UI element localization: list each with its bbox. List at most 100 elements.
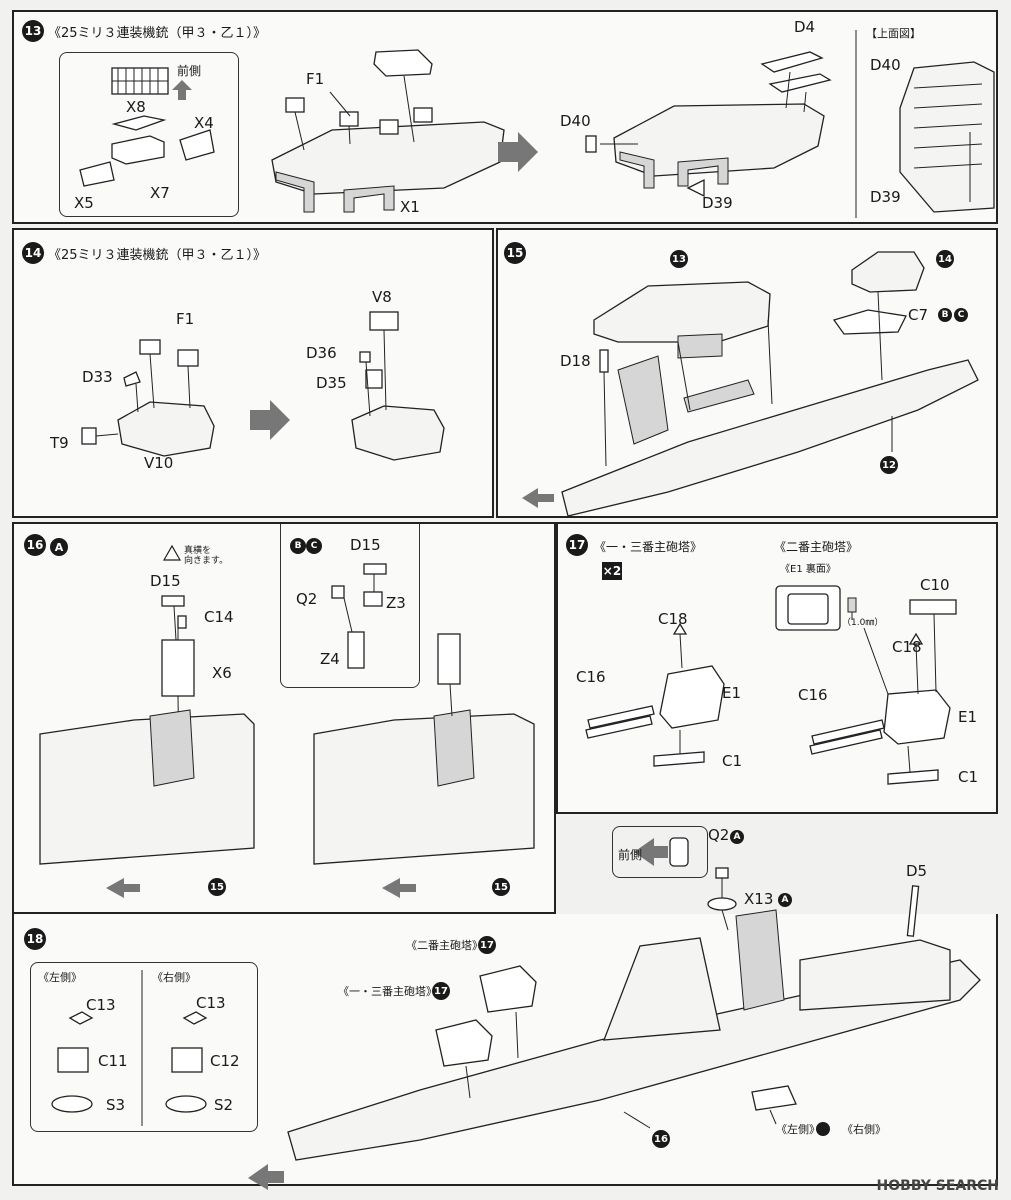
part-label: D35 (316, 374, 347, 392)
right-title: 《二番主砲塔》 (774, 540, 859, 554)
front-label: 前側 (177, 64, 202, 78)
part-label: X6 (212, 664, 232, 682)
part-label: V10 (144, 454, 174, 472)
inset-box (59, 52, 239, 217)
part-label: C1 (722, 752, 743, 770)
part-label: X13 (744, 890, 774, 908)
part-label: S2 (214, 1096, 234, 1114)
left-side-marker (816, 1122, 830, 1136)
part-label: F1 (176, 310, 195, 328)
part-label: F1 (306, 70, 325, 88)
part-label: D18 (560, 352, 591, 370)
side-inset-box (30, 962, 258, 1132)
left-title: 《一・三番主砲塔》 (594, 540, 703, 554)
part-label: D39 (702, 194, 733, 212)
turret-2-label: 《二番主砲塔》 (406, 939, 483, 952)
caution-note: 真横を 向きます。 (184, 546, 229, 567)
front-label: 前側 (618, 848, 643, 862)
variant-badge: A (50, 538, 68, 556)
variant-badge: C (306, 538, 322, 554)
part-label: D4 (794, 18, 816, 36)
part-label: X1 (400, 198, 420, 216)
step-14-drawing (81, 311, 445, 461)
part-label: C14 (204, 608, 234, 626)
part-label: S3 (106, 1096, 126, 1114)
step-number: 14 (22, 242, 44, 264)
part-label: C7 (908, 306, 929, 324)
step-16-drawing (39, 544, 535, 898)
part-label: V8 (372, 288, 392, 306)
bottom-right-label: 《右側》 (842, 1123, 886, 1136)
step-ref: 12 (880, 456, 898, 474)
step-ref: 14 (936, 250, 954, 268)
e1-back-title: 《E1 裏面》 (780, 564, 836, 575)
part-label: C10 (920, 576, 950, 594)
variant-badge: B (290, 538, 306, 554)
variant-badge: A (778, 893, 792, 907)
part-label: Q2 (296, 590, 318, 608)
front-indicator-box (612, 826, 708, 878)
left-side-title: 《左側》 (38, 971, 82, 984)
part-label: Q2 (708, 826, 730, 844)
step-13-drawing (79, 30, 995, 218)
part-label: D39 (870, 188, 901, 206)
variant-badge: A (730, 830, 744, 844)
step-number: 17 (566, 534, 588, 556)
step-ref: 17 (432, 982, 450, 1000)
step-number: 18 (24, 928, 46, 950)
part-label: D36 (306, 344, 337, 362)
step-17-panel: 17 《一・三番主砲塔》 ×2 《二番主砲塔》 《E1 裏面》 （1.0㎜） C… (556, 522, 998, 814)
step-14-panel: 14 《25ミリ３連装機銃（甲３・乙１）》 F1 D33 T9 V10 V8 D… (12, 228, 494, 518)
part-label: Z3 (386, 594, 406, 612)
part-label: Z4 (320, 650, 340, 668)
part-label: X7 (150, 184, 170, 202)
turret-13-label: 《一・三番主砲塔》 (338, 985, 437, 998)
step-15-drawing (522, 251, 979, 516)
part-label: X8 (126, 98, 146, 116)
variant-badge: B (938, 308, 952, 322)
step-15-panel: 15 13 14 12 D18 C7 B C (496, 228, 998, 518)
part-label: D33 (82, 368, 113, 386)
step-16-panel: 16 A 真横を 向きます。 D15 C14 X6 B C D15 Q2 Z3 … (12, 522, 556, 914)
watermark-logo: HOBBY SEARCH (876, 1178, 999, 1194)
part-label: C16 (798, 686, 828, 704)
part-label: D15 (350, 536, 381, 554)
part-label: C18 (892, 638, 922, 656)
step-17-drawing (585, 585, 957, 785)
step-title: 《25ミリ３連装機銃（甲３・乙１）》 (48, 248, 267, 263)
step-number: 15 (504, 242, 526, 264)
part-label: C13 (86, 996, 116, 1014)
step-title: 《25ミリ３連装機銃（甲３・乙１）》 (48, 26, 267, 41)
multiplier-badge: ×2 (602, 562, 622, 580)
part-label: E1 (958, 708, 978, 726)
part-label: X4 (194, 114, 214, 132)
part-label: C18 (658, 610, 688, 628)
step-13-panel: 13 《25ミリ３連装機銃（甲３・乙１）》 X8 前側 (12, 10, 998, 224)
part-label: T9 (50, 434, 69, 452)
part-label: C16 (576, 668, 606, 686)
part-label: D5 (906, 862, 928, 880)
step-ref: 17 (478, 936, 496, 954)
part-label: C12 (210, 1052, 240, 1070)
part-label: C13 (196, 994, 226, 1012)
step-ref: 16 (652, 1130, 670, 1148)
step-number: 16 (24, 534, 46, 556)
step-ref: 15 (208, 878, 226, 896)
part-label: C1 (958, 768, 979, 786)
part-label: D40 (870, 56, 901, 74)
step-ref: 15 (492, 878, 510, 896)
right-side-title: 《右側》 (152, 971, 196, 984)
part-label: C11 (98, 1052, 128, 1070)
bc-inset (280, 524, 420, 688)
part-label: D40 (560, 112, 591, 130)
step-number: 13 (22, 20, 44, 42)
part-label: E1 (722, 684, 742, 702)
drill-size: （1.0㎜） (842, 618, 884, 628)
part-label: D15 (150, 572, 181, 590)
bottom-left-label: 《左側》 (776, 1123, 820, 1136)
part-label: X5 (74, 194, 94, 212)
variant-badge: C (954, 308, 968, 322)
top-view-title: 【上面図】 (866, 27, 921, 40)
step-ref: 13 (670, 250, 688, 268)
